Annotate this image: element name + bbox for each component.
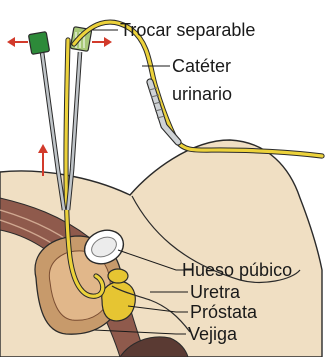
label-trocar: Trocar separable [120,20,255,40]
split-arrow-right-icon [92,37,112,47]
prostate [102,282,135,321]
label-bladder: Vejiga [188,324,238,344]
split-arrow-left-icon [7,37,28,47]
label-pubic-bone: Hueso púbico [182,260,292,280]
prostate-lobe [108,269,128,283]
label-catheter-line2: urinario [172,84,232,104]
label-urethra: Uretra [190,282,241,302]
trocar-handle-left [28,32,49,55]
label-prostate: Próstata [190,302,258,322]
label-catheter-line1: Catéter [172,56,231,76]
